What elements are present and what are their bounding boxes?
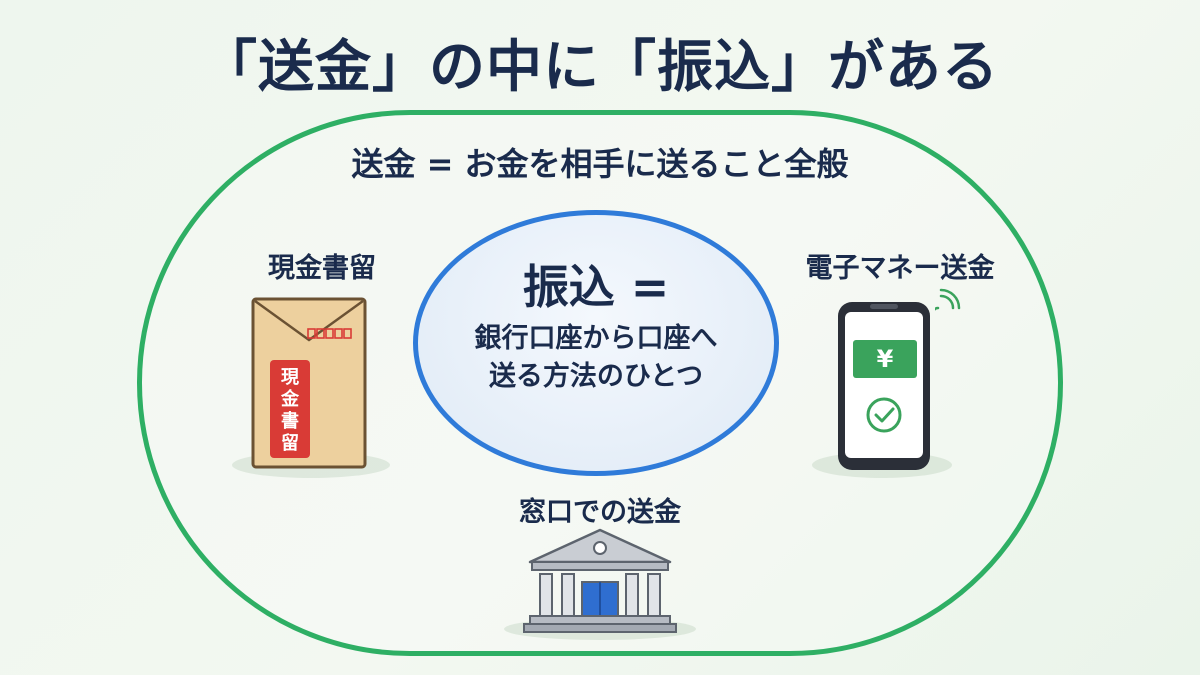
example-label-cash-registered-mail: 現金書留: [268, 253, 376, 284]
yen-symbol: ¥: [877, 345, 894, 373]
envelope-icon: 現 金 書 留: [251, 297, 367, 469]
inner-ellipse-description: 銀行口座から口座へ 送る方法のひとつ: [413, 320, 779, 396]
bank-building-icon: [523, 528, 677, 633]
stamp-char-3: 書: [281, 411, 299, 432]
inner-line-2: 送る方法のひとつ: [488, 361, 704, 392]
stamp-char-2: 金: [280, 388, 300, 410]
example-label-e-money-transfer: 電子マネー送金: [805, 253, 995, 284]
stamp-char-1: 現: [281, 367, 299, 388]
inner-ellipse-transfer: [413, 210, 779, 476]
wireless-signal-icon: [935, 288, 961, 314]
inner-line-1: 銀行口座から口座へ: [474, 323, 718, 354]
page-title: 「送金」の中に「振込」がある: [201, 34, 999, 100]
outer-ellipse-label: 送金 = お金を相手に送ること全般: [351, 145, 849, 183]
inner-ellipse-title: 振込 =: [522, 260, 670, 314]
stamp-char-4: 留: [281, 432, 299, 454]
example-label-counter-transfer: 窓口での送金: [519, 497, 681, 528]
smartphone-icon: ¥: [838, 302, 930, 470]
